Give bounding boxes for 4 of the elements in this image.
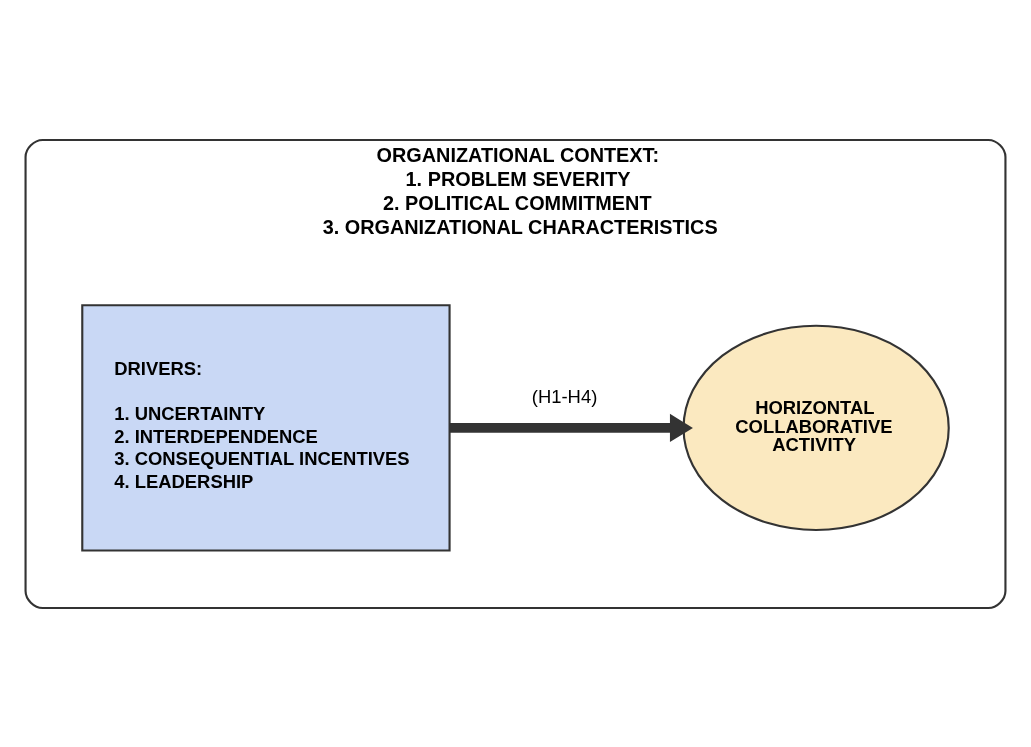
node-ellipse: HORIZONTAL COLLABORATIVE ACTIVITY xyxy=(682,324,950,531)
arrow xyxy=(449,413,693,442)
node-box: DRIVERS: 1. UNCERTAINTY 2. INTERDEPENDENCE 3. CONSEQUENTIAL INCENTIVES 4. LEADERSHIP xyxy=(81,303,451,552)
edge-label: (H1-H4) xyxy=(531,385,598,407)
